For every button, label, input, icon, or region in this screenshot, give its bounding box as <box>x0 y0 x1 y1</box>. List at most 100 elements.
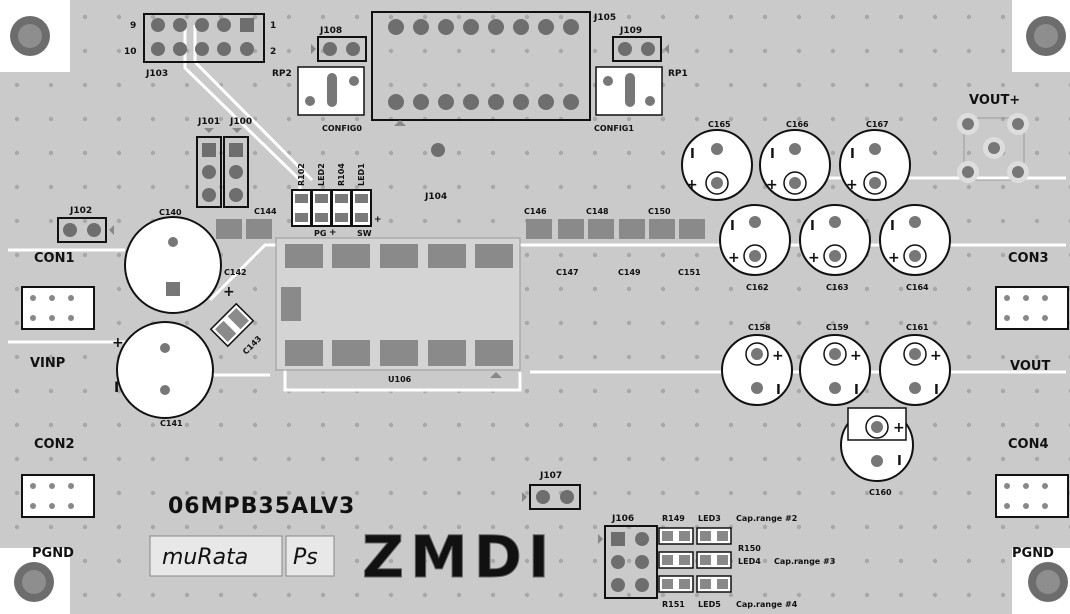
vout-right-label: VOUT <box>1010 359 1050 374</box>
j103-label: J103 <box>145 69 168 79</box>
connector-con4: CON4 PGND <box>995 437 1069 561</box>
connector-con1: CON1 VINP <box>21 251 95 371</box>
svg-text:+: + <box>329 228 337 238</box>
cap-range-4-label: Cap.range #4 <box>736 600 798 609</box>
config1-label: CONFIG1 <box>594 124 634 133</box>
c160-label: C160 <box>869 488 892 497</box>
header-j106: J106 <box>598 514 658 599</box>
module-u106: U106 <box>275 237 521 384</box>
u106-label: U106 <box>388 375 412 384</box>
c162-label: C162 <box>746 283 769 292</box>
c144-label: C144 <box>254 207 277 216</box>
range-indicator-block: R149 LED3 Cap.range #2 R150 LED4 Cap.ran… <box>658 514 835 609</box>
svg-text:I: I <box>934 383 939 398</box>
r149-label: R149 <box>662 514 685 523</box>
led1-label: LED1 <box>357 163 366 186</box>
j103-pin1: 1 <box>270 21 276 31</box>
cap-range-3-label: Cap.range #3 <box>774 557 835 566</box>
r104-label: R104 <box>337 163 346 186</box>
svg-text:+: + <box>223 284 235 300</box>
j108-label: J108 <box>319 26 342 36</box>
connector-con2: CON2 PGND <box>21 437 95 561</box>
logo-zmdi: ZMDI <box>362 523 556 591</box>
led4-label: LED4 <box>738 557 761 566</box>
header-j101-j100: J101 J100 <box>196 117 252 208</box>
j100-label: J100 <box>229 117 252 127</box>
c163-label: C163 <box>826 283 849 292</box>
connector-con3: CON3 VOUT <box>995 251 1069 374</box>
caps-output-electrolytic-mid: I+ C162 I+ C163 I+ C164 <box>719 204 951 292</box>
svg-text:I: I <box>850 147 855 162</box>
trimmer-rp2: RP2 CONFIG0 <box>272 66 365 133</box>
svg-text:I: I <box>776 383 781 398</box>
r150-label: R150 <box>738 544 761 553</box>
svg-text:+: + <box>846 177 858 193</box>
header-j102: J102 <box>57 206 114 243</box>
svg-text:I: I <box>897 454 902 469</box>
header-j109: J109 <box>612 26 669 62</box>
svg-text:+: + <box>112 335 124 351</box>
c151-label: C151 <box>678 268 701 277</box>
header-j108: J108 <box>311 26 367 62</box>
testpoint-j104: J104 <box>424 143 447 202</box>
vout-top-label: VOUT+ <box>969 93 1020 108</box>
sw-label: SW <box>357 229 372 238</box>
j103-pin10: 10 <box>124 47 137 57</box>
c150-label: C150 <box>648 207 671 216</box>
svg-text:+: + <box>850 348 862 364</box>
svg-text:+: + <box>772 348 784 364</box>
svg-text:I: I <box>854 383 859 398</box>
c165-label: C165 <box>708 120 731 129</box>
con4-label: CON4 <box>1008 437 1049 452</box>
con2-label: CON2 <box>34 437 75 452</box>
cap-range-2-label: Cap.range #2 <box>736 514 797 523</box>
cap-c141: + I C141 <box>112 321 214 428</box>
j105-label: J105 <box>593 13 616 23</box>
j109-label: J109 <box>619 26 642 36</box>
svg-text:I: I <box>810 219 815 234</box>
caps-output-electrolytic-low: C158 +I C159 +I C161 +I +I C160 <box>721 323 951 497</box>
j103-pin9: 9 <box>130 21 136 31</box>
svg-text:I: I <box>730 219 735 234</box>
svg-text:I: I <box>690 147 695 162</box>
vout-plus-terminal: VOUT+ <box>957 93 1029 183</box>
trimmer-rp1: RP1 CONFIG1 <box>594 66 688 133</box>
c141-label: C141 <box>160 419 183 428</box>
led3-label: LED3 <box>698 514 721 523</box>
r151-label: R151 <box>662 600 685 609</box>
caps-output-electrolytic-top: C165 I+ C166 I+ C167 I+ <box>681 120 911 201</box>
svg-text:+: + <box>766 177 778 193</box>
c148-label: C148 <box>586 207 609 216</box>
board-name: 06MPB35ALV3 <box>168 494 355 519</box>
status-led-block: R102 LED2 R104 LED1 PG + SW + <box>291 163 382 238</box>
caps-output-ceramic: C146 C148 C150 C147 C149 C151 <box>524 207 705 277</box>
config0-label: CONFIG0 <box>322 124 362 133</box>
c149-label: C149 <box>618 268 641 277</box>
header-j105: J105 <box>371 11 616 126</box>
j102-label: J102 <box>69 206 92 216</box>
rp1-label: RP1 <box>668 69 688 79</box>
con1-label: CON1 <box>34 251 75 266</box>
svg-text:I: I <box>890 219 895 234</box>
svg-text:I: I <box>770 147 775 162</box>
c164-label: C164 <box>906 283 929 292</box>
pg-label: PG <box>314 229 326 238</box>
svg-text:muRata: muRata <box>162 545 248 570</box>
vinp-label: VINP <box>30 356 65 371</box>
j103-pin2: 2 <box>270 47 276 57</box>
svg-text:Ps: Ps <box>293 545 318 570</box>
c140-label: C140 <box>159 208 182 217</box>
header-j103: 9 10 1 2 J103 <box>124 13 276 79</box>
c161-label: C161 <box>906 323 929 332</box>
c142-label: C142 <box>224 268 247 277</box>
svg-text:+: + <box>728 250 740 266</box>
svg-text:+: + <box>374 215 382 225</box>
c147-label: C147 <box>556 268 579 277</box>
r102-label: R102 <box>297 163 306 186</box>
logo-murata: muRata Ps <box>149 535 335 577</box>
svg-text:+: + <box>930 348 942 364</box>
c158-label: C158 <box>748 323 771 332</box>
c166-label: C166 <box>786 120 809 129</box>
pgnd-right-label: PGND <box>1012 546 1054 561</box>
